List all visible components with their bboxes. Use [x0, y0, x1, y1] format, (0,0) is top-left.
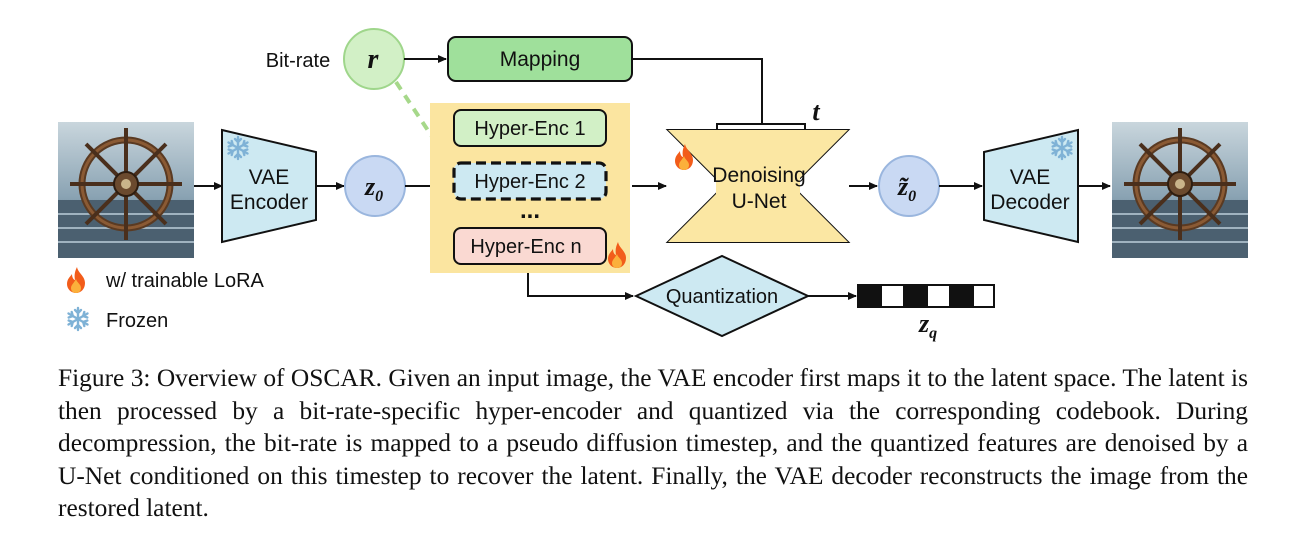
hyper-enc-1-block: Hyper-Enc 1	[453, 109, 607, 147]
quantization-label: Quantization	[666, 286, 778, 308]
legend-trainable-label: w/ trainable LoRA	[105, 270, 265, 292]
quantization-block: Quantization	[633, 254, 811, 338]
unet-label-1: Denoising	[712, 164, 805, 187]
svg-text:z̃0: z̃0	[897, 172, 916, 205]
mapping-to-unet-line	[632, 58, 763, 124]
denoising-unet: Denoising U-Net	[665, 129, 851, 243]
quantized-code-strip	[857, 284, 995, 308]
t-symbol: t	[812, 97, 820, 126]
figure-caption: Figure 3: Overview of OSCAR. Given an in…	[58, 364, 1248, 522]
oscar-pipeline-diagram: VAE Encoder z0 Bit-rate r Mapping Hyper-…	[0, 28, 1302, 342]
hyper-encoder-panel: Hyper-Enc 1 Hyper-Enc 2 ... Hyper-Enc n	[430, 103, 630, 273]
hyper-ellipsis: ...	[520, 197, 540, 224]
r-selects-hyper-dashed	[394, 80, 460, 178]
legend-frozen-label: Frozen	[106, 310, 168, 332]
z0-subscript: 0	[375, 188, 383, 205]
hyper-enc-n-label: Hyper-Enc n	[470, 236, 581, 258]
output-image	[1112, 122, 1248, 258]
bitrate-label: Bit-rate	[266, 50, 330, 72]
latent-z0-node: z0	[344, 155, 406, 217]
hyper-enc-2-block: Hyper-Enc 2	[452, 161, 608, 201]
unet-label-2: U-Net	[732, 190, 787, 213]
hyper-enc-n-block: Hyper-Enc n	[453, 227, 607, 265]
svg-text:zq: zq	[918, 309, 937, 342]
vae-decoder-label-2: Decoder	[990, 191, 1069, 214]
hyper-enc-1-label: Hyper-Enc 1	[474, 118, 585, 140]
zq-subscript: q	[929, 325, 937, 342]
svg-text:z0: z0	[364, 172, 383, 205]
legend: w/ trainable LoRA Frozen	[67, 267, 265, 332]
z0-tilde-subscript: 0	[908, 188, 916, 205]
vae-decoder-label-1: VAE	[1010, 166, 1050, 189]
bitrate-r-node: r	[343, 28, 405, 90]
r-symbol: r	[368, 44, 380, 75]
mapping-label: Mapping	[500, 48, 581, 71]
z0-symbol: z	[364, 172, 376, 201]
snowflake-icon	[67, 306, 89, 332]
vae-decoder: VAE Decoder	[983, 128, 1079, 244]
vae-encoder: VAE Encoder	[221, 128, 317, 244]
mapping-block: Mapping	[447, 36, 633, 82]
hyper-enc-2-label: Hyper-Enc 2	[474, 171, 585, 193]
vae-encoder-label-2: Encoder	[230, 191, 308, 214]
fire-icon	[67, 267, 85, 293]
input-image	[58, 122, 194, 258]
z0-tilde-symbol: z̃	[897, 172, 909, 201]
zq-symbol: z	[918, 309, 930, 338]
hyper-to-quantization-line	[527, 273, 634, 300]
latent-z0-tilde-node: z̃0	[878, 155, 940, 217]
vae-encoder-label-1: VAE	[249, 166, 289, 189]
